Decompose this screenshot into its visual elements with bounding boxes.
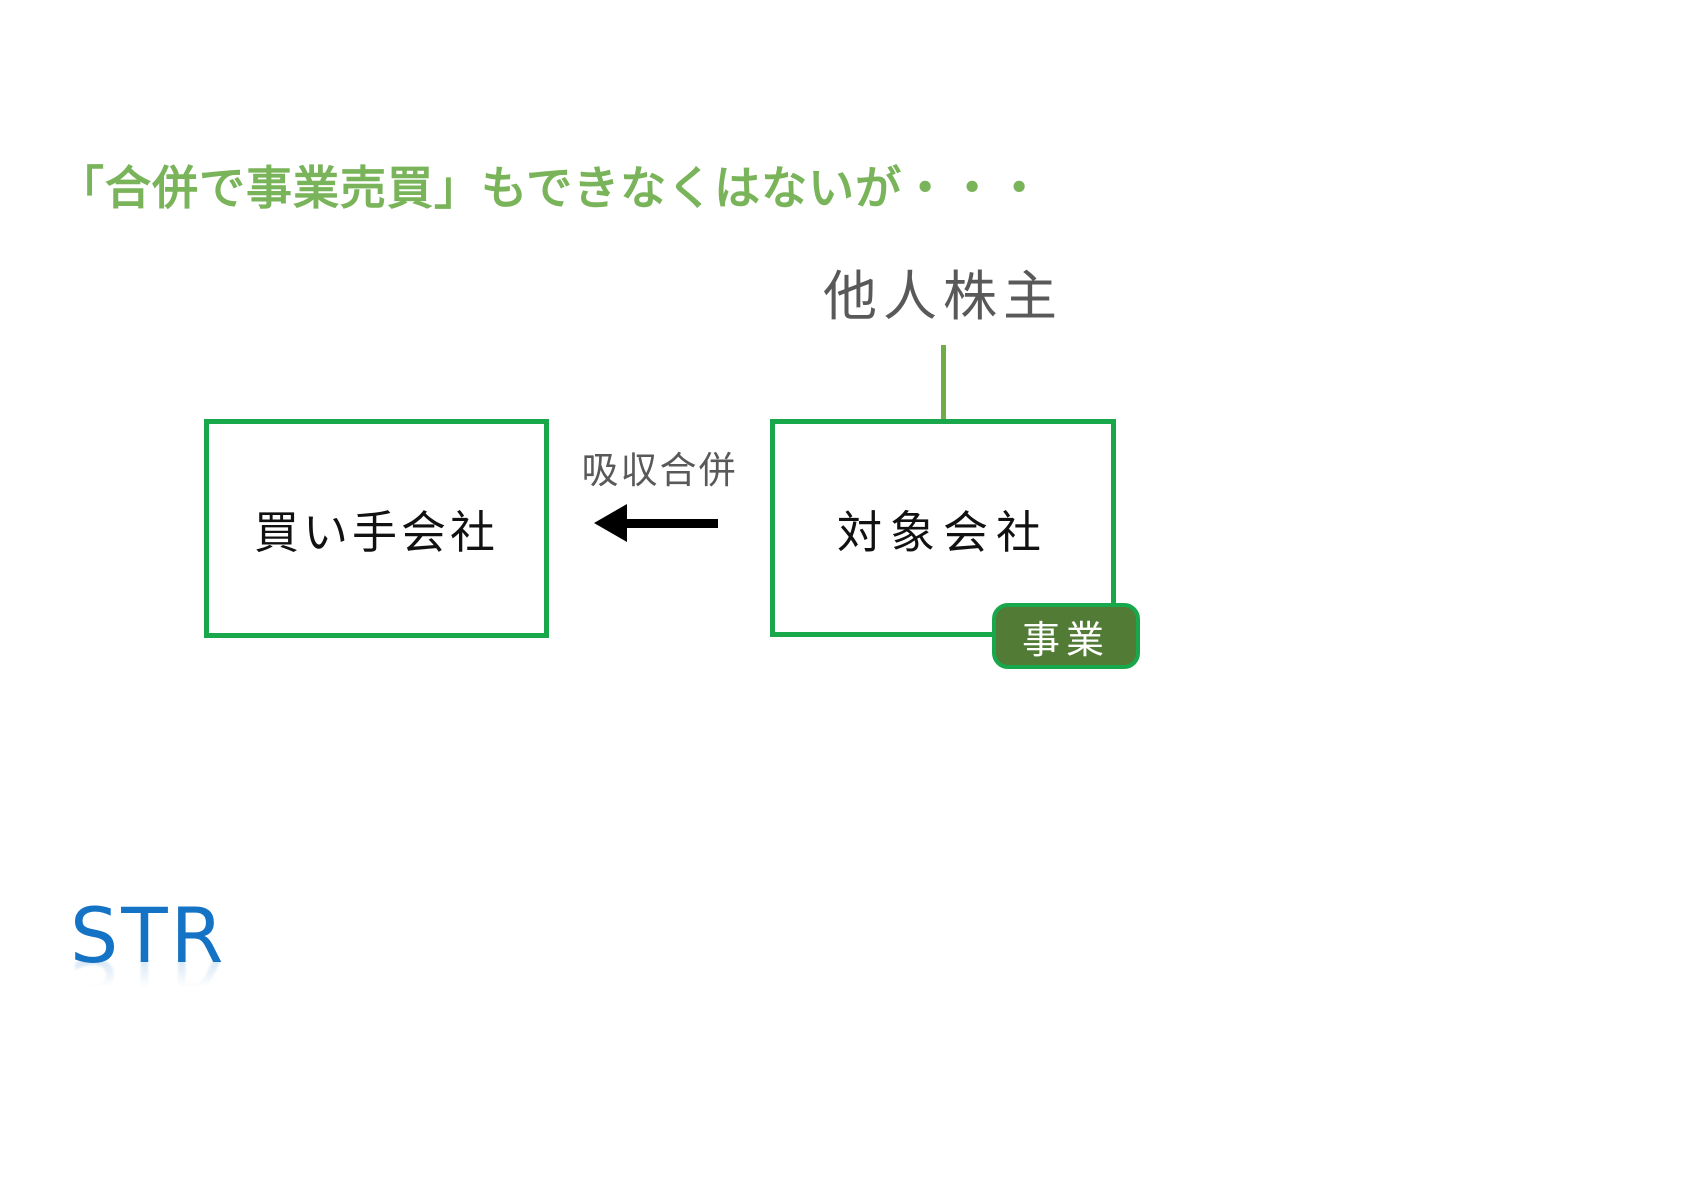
business-badge-label: 事業	[1021, 617, 1110, 662]
buyer-company-box: 買い手会社	[204, 419, 549, 638]
shareholder-label: 他人株主	[823, 265, 1063, 328]
merger-arrow-label: 吸収合併	[581, 449, 738, 492]
str-logo: STR	[70, 891, 227, 980]
target-company-box: 対象会社	[770, 419, 1116, 637]
slide-title: 「合併で事業売買」もできなくはないが・・・	[58, 161, 1044, 215]
arrow-shaft	[622, 519, 718, 528]
target-company-label: 対象会社	[836, 505, 1049, 559]
business-badge: 事業	[992, 603, 1140, 669]
merger-arrow	[594, 504, 718, 542]
arrow-head-icon	[594, 504, 627, 542]
buyer-company-label: 買い手会社	[253, 506, 499, 559]
str-logo-reflection: STR	[70, 942, 227, 1031]
connector-line	[941, 345, 946, 421]
